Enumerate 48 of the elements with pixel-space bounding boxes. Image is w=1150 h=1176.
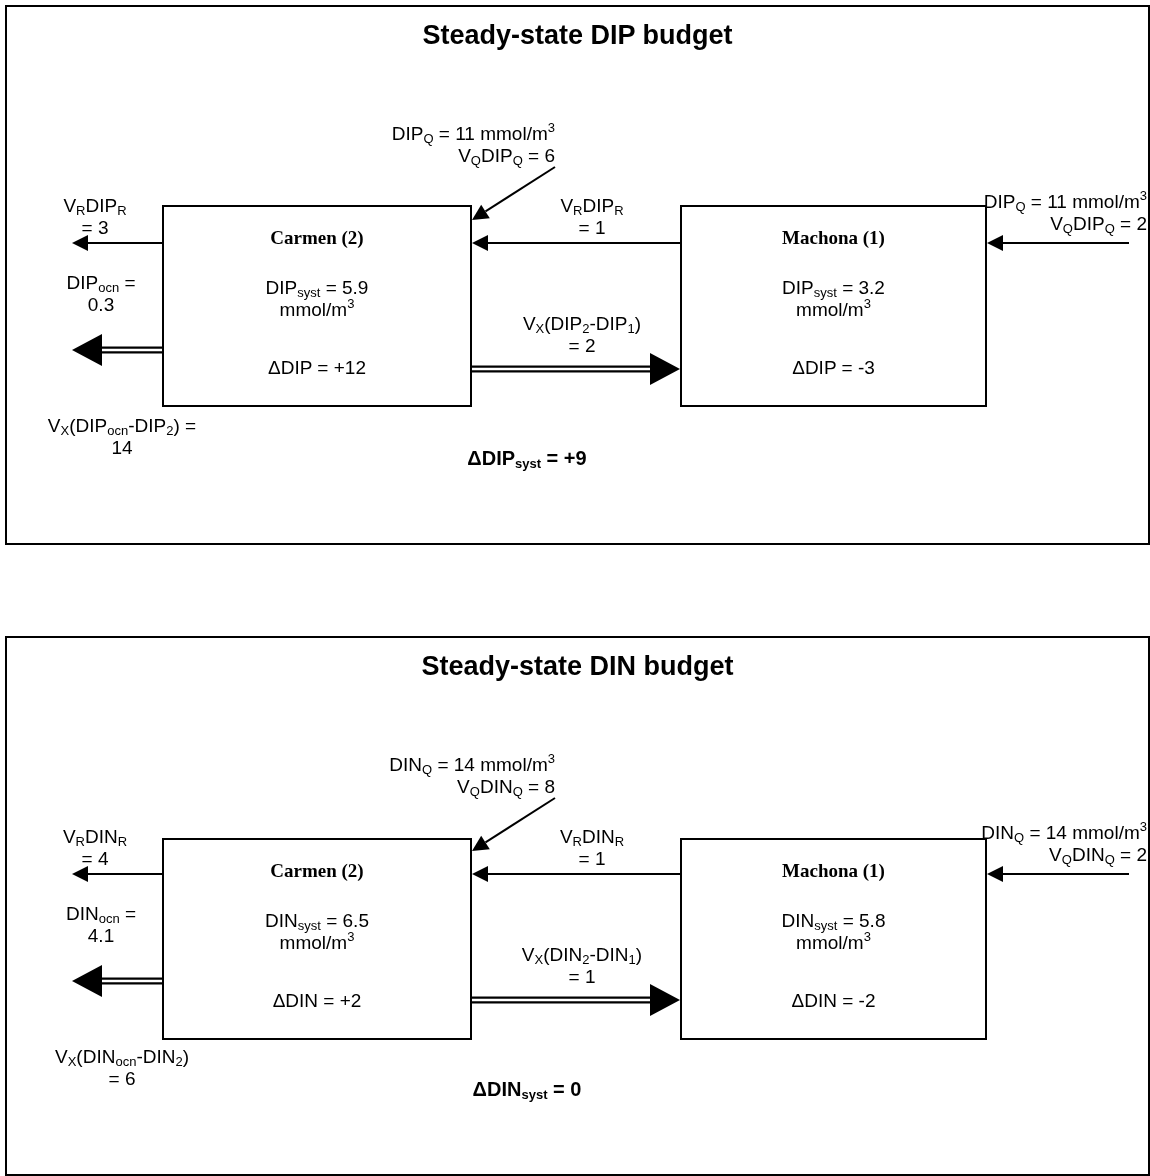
edge-label: V$_{X}$(DIP$_{2}$-DIP$_{1}$) = 2 — [521, 313, 643, 357]
change-text: ΔDIN = +2 — [271, 990, 363, 1012]
panel-frame — [5, 5, 1150, 545]
edge-label: V$_{X}$(DIN$_{2}$-DIN$_{1}$) = 1 — [520, 944, 644, 988]
box-title: Carmen (2) — [269, 860, 365, 882]
reservoir-box — [680, 205, 987, 407]
edge-label: DIP$_{Q}$ = 11 mmol/m$^{3}$ V$_{Q}$DIP$_{Q}$ = 2 — [982, 191, 1147, 235]
panel-title: Steady-state DIP budget — [421, 19, 734, 51]
edge-label: V$_{R}$DIN$_{R}$ = 1 — [558, 826, 626, 870]
edge-label: V$_{X}$(DIP$_{ocn}$-DIP$_{2}$) = 14 — [47, 415, 197, 459]
concentration-label: DIP$_{ocn}$ = 0.3 — [65, 272, 137, 316]
concentration-text: DIP$_{syst}$ = 5.9 mmol/m$^{3}$ — [264, 277, 370, 321]
arrow — [987, 235, 1130, 251]
arrow — [987, 866, 1130, 882]
edge-label: V$_{R}$DIN$_{R}$ = 4 — [61, 826, 129, 870]
double-arrow — [72, 965, 162, 997]
arrow — [472, 166, 556, 220]
reservoir-box — [680, 838, 987, 1040]
reservoir-box — [162, 205, 472, 407]
change-text: ΔDIP = -3 — [791, 357, 876, 379]
box-title: Machona (1) — [781, 227, 886, 249]
concentration-label: DIN$_{ocn}$ = 4.1 — [64, 903, 138, 947]
panel-frame — [5, 636, 1150, 1176]
arrow — [72, 235, 163, 251]
arrow — [472, 235, 681, 251]
concentration-text: DIP$_{syst}$ = 3.2 mmol/m$^{3}$ — [781, 277, 886, 321]
box-title: Machona (1) — [781, 860, 886, 882]
edge-label: V$_{R}$DIP$_{R}$ = 1 — [559, 195, 625, 239]
arrow — [472, 866, 681, 882]
edge-label: DIN$_{Q}$ = 14 mmol/m$^{3}$ V$_{Q}$DIN$_{Q}$ = 2 — [980, 822, 1147, 866]
edge-label: V$_{R}$DIP$_{R}$ = 3 — [62, 195, 128, 239]
edge-label: DIN$_{Q}$ = 14 mmol/m$^{3}$ V$_{Q}$DIN$_{Q}$ = 8 — [388, 754, 555, 798]
arrow — [72, 866, 163, 882]
system-total: ΔDIP$_{syst}$ = +9 — [466, 447, 588, 469]
edge-label: DIP$_{Q}$ = 11 mmol/m$^{3}$ V$_{Q}$DIP$_{Q}$ = 6 — [390, 123, 555, 167]
system-total: ΔDIN$_{syst}$ = 0 — [471, 1078, 583, 1100]
concentration-text: DIN$_{syst}$ = 6.5 mmol/m$^{3}$ — [264, 910, 370, 954]
double-arrow — [472, 353, 680, 385]
edge-label: V$_{X}$(DIN$_{ocn}$-DIN$_{2}$) = 6 — [54, 1046, 190, 1090]
reservoir-box — [162, 838, 472, 1040]
double-arrow — [472, 984, 680, 1016]
change-text: ΔDIN = -2 — [790, 990, 877, 1012]
concentration-text: DIN$_{syst}$ = 5.8 mmol/m$^{3}$ — [780, 910, 887, 954]
panel-title: Steady-state DIN budget — [420, 650, 735, 682]
box-title: Carmen (2) — [269, 227, 365, 249]
change-text: ΔDIP = +12 — [267, 357, 367, 379]
double-arrow — [72, 334, 162, 366]
arrow — [472, 797, 556, 851]
